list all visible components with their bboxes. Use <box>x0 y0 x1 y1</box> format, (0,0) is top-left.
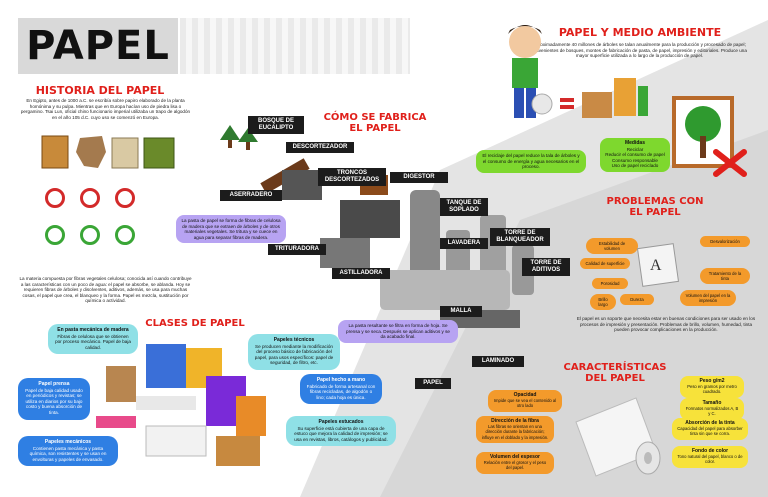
paper-roll-illustration <box>575 397 661 477</box>
label-lavadera: LAVADERA <box>440 238 488 249</box>
label-troncos: TRONCOS DESCORTEZADOS <box>318 168 386 186</box>
clase-prensa-text: Papel de baja calidad usado en periódico… <box>25 387 83 415</box>
car-fibra: Dirección de la fibra Las fibras se orie… <box>476 416 554 443</box>
clase-tecnicos: Papeles técnicos Se producen mediante la… <box>248 334 340 370</box>
historia-body: La materia compuesta por fibras vegetale… <box>19 276 192 304</box>
title-mosaic-decoration <box>180 18 410 74</box>
svg-text:A: A <box>650 257 662 274</box>
clase-pasta-text: Fibras de celulosa que se obtienen por p… <box>55 333 131 350</box>
problemas-heading: PROBLEMAS CON EL PAPEL <box>606 196 704 218</box>
problema-1: Estabilidad de volumen <box>586 238 638 255</box>
paper-products-illustration <box>96 344 266 466</box>
clase-pasta-title: En pasta mecánica de madera <box>57 327 129 333</box>
plant-circle-4 <box>45 225 65 245</box>
caracteristicas-heading: CARACTERÍSTICAS DEL PAPEL <box>563 362 667 384</box>
car-absorcion-title: Absorción de la tinta <box>685 420 735 426</box>
paper-sheet-icon: A <box>636 243 680 287</box>
medidas-title: Medidas <box>624 140 645 146</box>
label-torre-blanqueador: TORRE DE BLANQUEADOR <box>490 228 550 246</box>
historia-intro: En Egipto, antes de 1000 a.C. se escribí… <box>20 98 191 120</box>
medio-green-note: El reciclaje del papel reduce la tala de… <box>476 150 586 173</box>
fabrica-heading: CÓMO SE FABRICA EL PAPEL <box>323 112 427 134</box>
car-fibra-text: Las fibras se orientan en una dirección … <box>481 424 549 440</box>
car-opacidad: Opacidad Impide que se vea el contenido … <box>488 390 562 412</box>
plant-circle-2 <box>80 188 100 208</box>
clase-mano-text: Fabricado de forma artesanal con fibras … <box>306 383 376 400</box>
problema-5: Tratamiento de la tinta <box>700 268 750 285</box>
recycling-illustration <box>531 78 648 118</box>
fabrica-note-2: La pasta resultante se filtra en forma d… <box>338 320 458 343</box>
car-tamano-title: Tamaño <box>702 400 722 406</box>
problema-6: Dureza <box>620 294 654 306</box>
car-color-text: Tono natural del papel, blanco o de colo… <box>677 454 743 465</box>
car-fibra-title: Dirección de la fibra <box>491 418 539 424</box>
car-peso-title: Peso g/m2 <box>699 378 725 384</box>
car-opacidad-title: Opacidad <box>513 392 537 398</box>
plant-circle-1 <box>45 188 65 208</box>
page-title: PAPEL <box>18 18 178 74</box>
medida-4: Uso de papel reciclado <box>611 163 659 169</box>
label-torre-aditivos: TORRE DE ADITIVOS <box>522 258 570 276</box>
label-malla: MALLA <box>440 306 482 317</box>
car-color: Fondo de color Tono natural del papel, b… <box>672 446 748 468</box>
clase-mecanico: Papeles mecánicos Contienen pasta mecáni… <box>18 436 118 467</box>
label-bosque: BOSQUE DE EUCALIPTO <box>248 116 304 134</box>
clase-estucados-title: Papeles estucados <box>318 419 364 425</box>
problema-7: Brillo largo <box>590 294 616 311</box>
car-tamano-text: Formatos normalizados A, B y C. <box>685 406 739 417</box>
car-color-title: Fondo de color <box>691 448 729 454</box>
medida-1: Reciclar <box>626 146 644 152</box>
car-volumen-title: Volumen del espesor <box>490 454 540 460</box>
clase-mano: Papel hecho a mano Fabricado de forma ar… <box>300 374 382 405</box>
historia-heading: HISTORIA DEL PAPEL <box>35 84 165 97</box>
clase-prensa: Papel prensa Papel de baja calidad usado… <box>18 378 90 420</box>
medio-intro: Aproximadamente 40 millones de árboles s… <box>532 42 747 59</box>
medida-3: Consumo responsable <box>612 157 658 163</box>
car-opacidad-text: Impide que se vea el contenido al otro l… <box>493 398 557 409</box>
medio-heading: PAPEL Y MEDIO AMBIENTE <box>558 26 722 39</box>
plant-circle-5 <box>80 225 100 245</box>
problema-8: Volumen del papel en la impresión <box>680 290 736 307</box>
historia-illustrations <box>41 135 175 169</box>
clase-estucados-text: Su superficie está cubierta de una capa … <box>294 425 388 442</box>
problemas-footer: El papel es un soporte que necesita esta… <box>576 316 756 333</box>
car-absorcion-text: Capacidad del papel para absorber tinta … <box>677 426 743 437</box>
medida-2: Reducir el consumo de papel <box>605 152 665 158</box>
clase-tecnicos-text: Se producen mediante la modificación del… <box>254 343 334 366</box>
label-digestor: DIGESTOR <box>390 172 448 183</box>
problema-4: Porosidad <box>592 278 628 290</box>
car-peso: Peso g/m2 Peso en gramos por metro cuadr… <box>680 376 744 398</box>
label-papel: PAPEL <box>415 378 451 389</box>
red-x-icon <box>713 149 747 177</box>
clase-mano-title: Papel hecho a mano <box>316 377 366 383</box>
fabrica-note-1: La pasta de papel se forma de fibras de … <box>176 215 286 244</box>
car-tamano: Tamaño Formatos normalizados A, B y C. <box>680 398 744 420</box>
car-volumen: Volumen del espesor Relación entre el gr… <box>476 452 554 474</box>
tree-icon <box>685 106 721 158</box>
clases-heading: CLASES DE PAPEL <box>145 318 245 329</box>
label-astilladora: ASTILLADORA <box>332 268 390 279</box>
clase-mecanico-title: Papeles mecánicos <box>44 439 92 445</box>
label-trituradora: TRITURADORA <box>268 244 326 255</box>
medidas-box: Medidas Reciclar Reducir el consumo de p… <box>600 138 670 172</box>
plant-circle-6 <box>115 225 135 245</box>
car-peso-text: Peso en gramos por metro cuadrado. <box>687 384 737 395</box>
problema-2: Desvalorización <box>700 236 750 248</box>
label-aserradero: ASERRADERO <box>220 190 282 201</box>
car-absorcion: Absorción de la tinta Capacidad del pape… <box>672 418 748 440</box>
boy-character-illustration <box>508 25 542 118</box>
clase-estucados: Papeles estucados Su superficie está cub… <box>286 416 396 447</box>
clase-tecnicos-title: Papeles técnicos <box>273 337 315 343</box>
problema-3: Calidad de superficie <box>580 258 630 270</box>
clase-prensa-title: Papel prensa <box>38 381 70 387</box>
label-laminado: LAMINADO <box>472 356 524 367</box>
clase-pasta: En pasta mecánica de madera Fibras de ce… <box>48 324 138 355</box>
label-tanque: TANQUE DE SOPLADO <box>440 198 488 216</box>
car-volumen-text: Relación entre el grosor y el peso del p… <box>483 460 547 471</box>
label-descortezador: DESCORTEZADOR <box>286 142 354 153</box>
clase-mecanico-text: Contienen pasta mecánica y pasta química… <box>29 445 107 462</box>
plant-circle-3 <box>115 188 135 208</box>
